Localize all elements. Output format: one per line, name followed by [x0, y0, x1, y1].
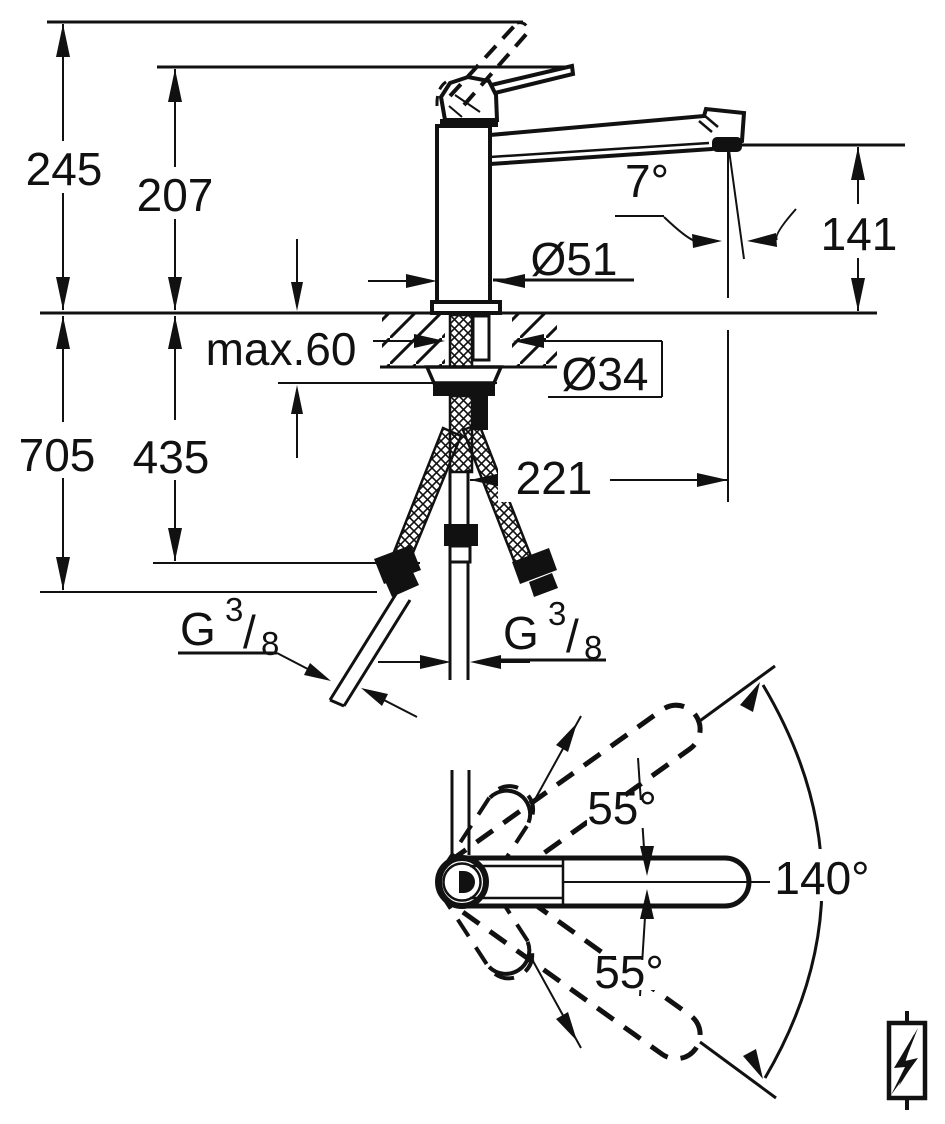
dim-435-label: 435: [133, 431, 210, 483]
swivel-55-upper-label: 55°: [587, 782, 657, 834]
dia-34-label: Ø34: [562, 348, 649, 400]
svg-text:8: 8: [261, 625, 279, 662]
faucet-base: [430, 300, 502, 315]
plan-feed-stub: [450, 770, 471, 855]
swivel-55-lower-label: 55°: [594, 946, 664, 998]
svg-text:/: /: [243, 606, 256, 658]
pivot-inner-ring: [442, 862, 482, 902]
handle-raised-dashed: [435, 21, 531, 107]
dim-207-label: 207: [137, 169, 214, 221]
left-hose-pipe: [328, 593, 412, 708]
mounting-nut: [433, 383, 495, 396]
svg-text:3: 3: [548, 595, 566, 632]
svg-text:/: /: [566, 610, 579, 662]
faucet-body: [435, 124, 492, 306]
thread-left-label: G 3 / 8: [180, 591, 279, 662]
dim-141-label: 141: [821, 208, 898, 260]
svg-text:3: 3: [225, 591, 243, 628]
swivel-extension-lower: [699, 1040, 777, 1100]
water-stream-angled: [728, 149, 745, 260]
thread-right-label: G 3 / 8: [503, 595, 602, 666]
pivot-mark: [459, 871, 475, 893]
aerator: [712, 137, 742, 152]
label-backgrounds: [15, 141, 905, 990]
max-60-label: max.60: [206, 323, 357, 375]
dimension-lines: [56, 24, 865, 718]
angle-7-label: 7°: [625, 155, 669, 207]
spout: [488, 106, 747, 167]
threaded-shank: [448, 313, 474, 369]
dia-51-label: Ø51: [531, 233, 618, 285]
svg-text:8: 8: [584, 629, 602, 666]
mounting-stud: [471, 314, 491, 362]
under-counter-assembly: [328, 313, 558, 708]
faucet-plan-view: [435, 664, 824, 1100]
center-hose: [448, 470, 470, 524]
dimension-labels: 245 207 141 7° Ø51 max.60 Ø34 705 435 22…: [19, 143, 898, 998]
dim-245-label: 245: [26, 143, 103, 195]
svg-text:G: G: [180, 603, 216, 655]
dim-221-label: 221: [516, 452, 593, 504]
center-hose-fitting: [444, 524, 478, 546]
mounting-flange: [424, 365, 504, 385]
right-hose-fitting: [512, 548, 557, 584]
pivot-outer-ring: [435, 855, 489, 909]
swivel-140-label: 140°: [774, 852, 869, 904]
swivel-extension-upper: [696, 664, 776, 725]
mounting-bolt: [472, 396, 488, 430]
dim-705-label: 705: [19, 429, 96, 481]
faucet-side-view: [430, 21, 747, 315]
svg-text:G: G: [503, 607, 539, 659]
lightning-bolt-icon: [886, 1011, 928, 1110]
